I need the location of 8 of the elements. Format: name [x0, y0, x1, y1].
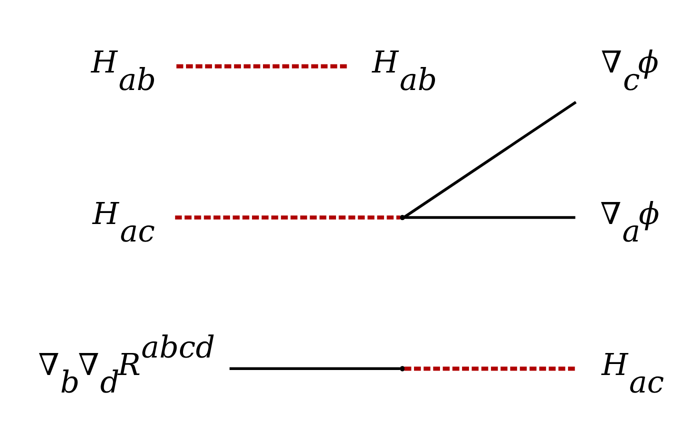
- connector: [176, 64, 348, 68]
- connector: [230, 367, 400, 370]
- connector: [404, 216, 576, 219]
- connector: [175, 215, 400, 220]
- connector: [404, 366, 576, 371]
- connector: [404, 100, 577, 218]
- node-point: [400, 366, 406, 372]
- node-point: [400, 214, 406, 220]
